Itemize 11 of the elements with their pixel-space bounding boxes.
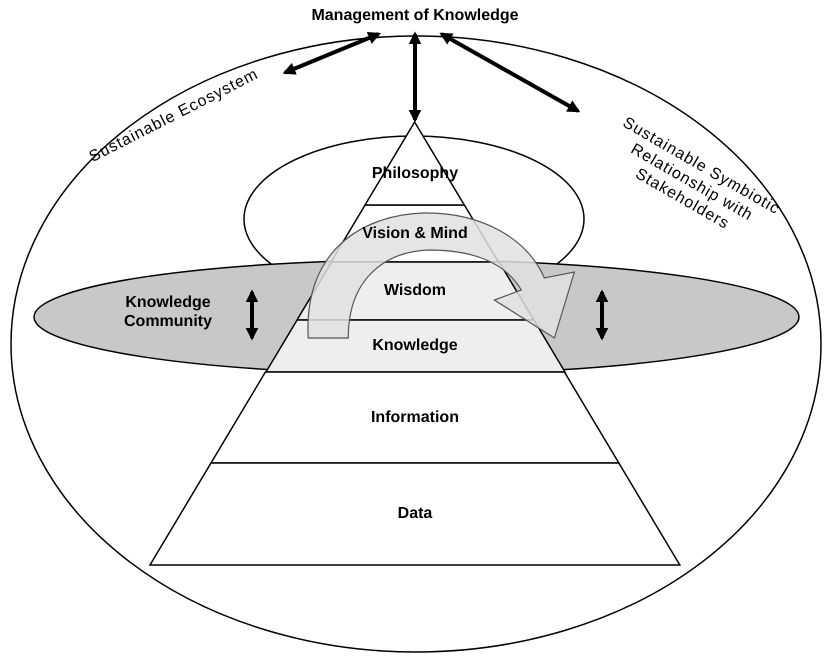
curved-arrow — [308, 212, 575, 339]
double-arrow — [439, 32, 580, 113]
layer-label: Data — [396, 504, 434, 523]
group-label: Knowledge Community — [123, 293, 213, 331]
layer-label: Knowledge — [371, 336, 459, 355]
concept-label: Management of Knowledge — [310, 6, 520, 25]
layer-label: Information — [370, 408, 460, 426]
double-arrow — [408, 31, 422, 123]
double-arrow — [282, 32, 381, 75]
layer-label: Wisdom — [382, 281, 448, 300]
layer-label: Vision & Mind — [361, 224, 469, 242]
